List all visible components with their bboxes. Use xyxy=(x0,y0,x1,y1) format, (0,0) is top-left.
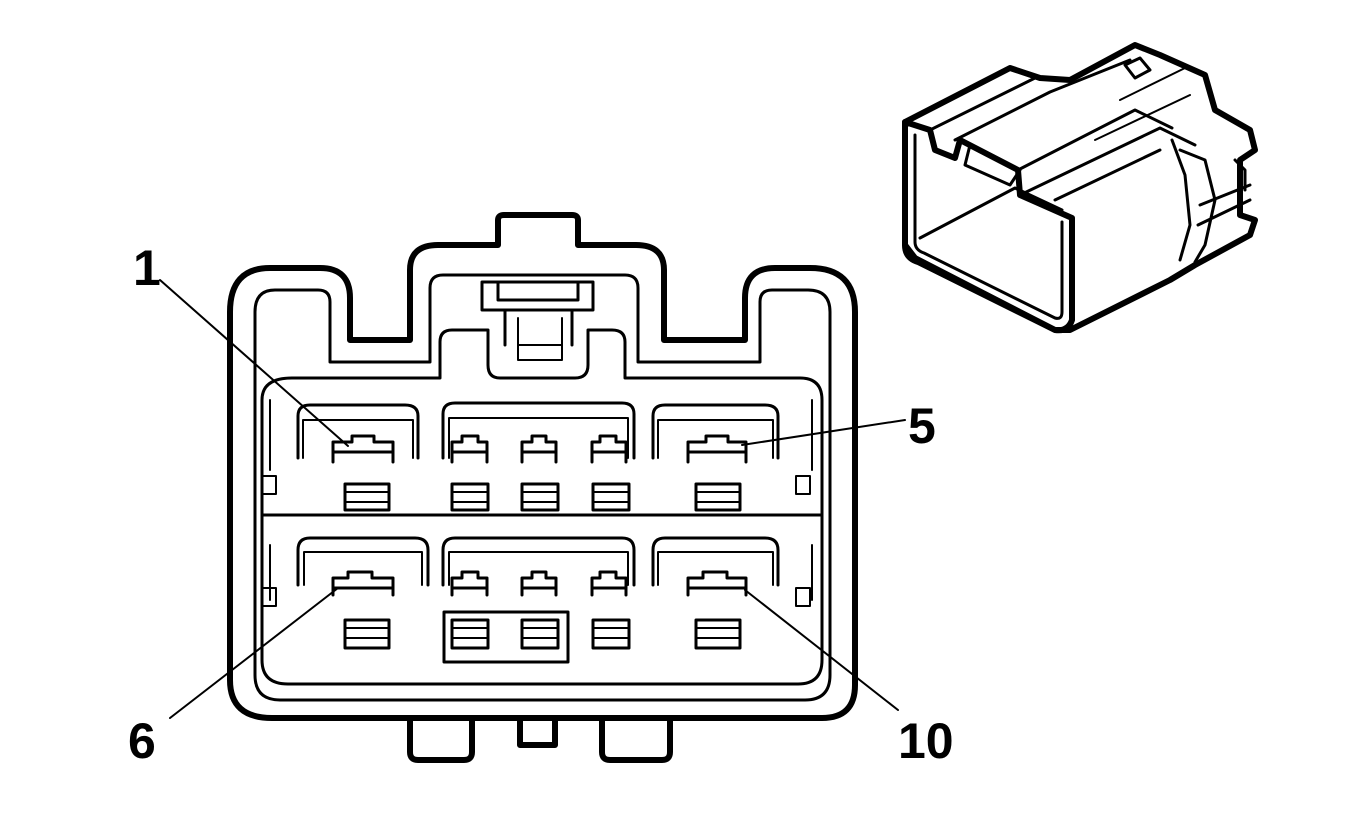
leader-line-1 xyxy=(159,279,349,447)
terminal-4 xyxy=(590,434,628,464)
connector-isometric-view xyxy=(902,42,1258,334)
terminal-6 xyxy=(331,570,395,597)
terminal-3 xyxy=(520,434,558,464)
latch-detail xyxy=(480,280,595,361)
top-row-terminals xyxy=(331,434,748,464)
leader-line-5 xyxy=(741,419,906,446)
bottom-tabs xyxy=(407,715,673,763)
bottom-row-windows xyxy=(343,610,742,664)
pin-label-5: 5 xyxy=(908,398,936,454)
top-row-cavities xyxy=(296,401,780,460)
bottom-row-cavities xyxy=(296,536,780,587)
pin-label-6: 6 xyxy=(128,713,156,769)
housing-inner-outline xyxy=(253,273,832,702)
side-ribs xyxy=(261,399,813,607)
cavity-face-outline xyxy=(260,328,824,686)
terminal-2 xyxy=(450,434,489,464)
terminal-5 xyxy=(686,434,748,464)
terminal-1 xyxy=(331,434,395,464)
leader-line-10 xyxy=(744,589,899,711)
terminal-8 xyxy=(520,570,558,597)
terminal-9 xyxy=(590,570,628,597)
top-row-windows xyxy=(343,482,742,512)
housing-outer-outline xyxy=(227,212,858,721)
connector-face-view: 1 5 6 10 xyxy=(128,212,954,769)
pin-label-10: 10 xyxy=(898,713,954,769)
terminal-7 xyxy=(450,570,489,597)
leader-lines xyxy=(159,279,906,719)
terminal-10 xyxy=(686,570,748,597)
bottom-row-terminals xyxy=(331,570,748,597)
leader-line-6 xyxy=(169,587,339,719)
pin-label-1: 1 xyxy=(133,240,161,296)
